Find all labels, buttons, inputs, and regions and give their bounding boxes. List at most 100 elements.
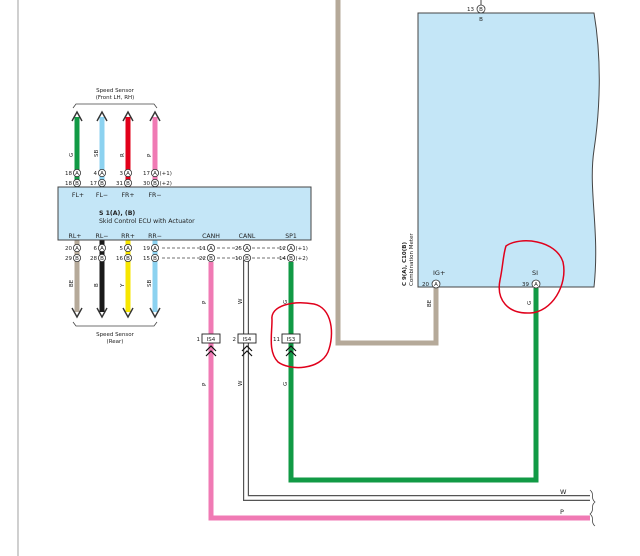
rear-wire-code-3: Y <box>120 283 126 288</box>
meter-si-label: SI <box>532 269 538 277</box>
front-arrow-2 <box>96 110 108 122</box>
rear-pin-a-1-connector <box>73 243 82 252</box>
front-arrow-1 <box>71 110 83 122</box>
can-pin-a-3-suffix: (+1) <box>296 246 308 252</box>
rear-pin-b-2-number: 28 <box>90 256 97 262</box>
rear-pin-a-4-number: 19 <box>143 246 150 252</box>
front-pin-a-2-letter: A <box>100 171 104 177</box>
canh-wire-code-lower: P <box>202 382 208 386</box>
meter-ig-connector <box>431 279 441 289</box>
front-pin-b-3-connector <box>124 178 133 187</box>
meter-ig-label: IG+ <box>433 269 445 277</box>
ecu-label-rl-plus: RL+ <box>69 233 82 240</box>
splice-1-chevron <box>205 345 217 357</box>
can-pin-b-3-letter: B <box>289 256 293 262</box>
can-pin-a-2-number: 25 <box>235 246 242 252</box>
rear-pin-a-2-connector <box>98 243 107 252</box>
rear-pin-a-3-letter: A <box>126 246 130 252</box>
rear-pin-a-4-letter: A <box>153 246 157 252</box>
meter-ig-pin: 20 <box>422 282 429 288</box>
rear-speed-sensor: Speed Sensor (Rear) <box>72 321 158 345</box>
wire-p-canh <box>208 262 590 521</box>
front-wire-code-4: P <box>147 153 153 157</box>
ecu-label-rr-plus: RR+ <box>121 233 135 240</box>
splice-2-box <box>237 333 257 344</box>
rear-pin-b-1-connector <box>73 253 82 262</box>
can-pin-b-1-letter: B <box>209 256 213 262</box>
front-pin-b-3-letter: B <box>126 181 130 187</box>
front-pin-b-4-letter: B <box>153 181 157 187</box>
rear-pin-b-1-letter: B <box>75 256 79 262</box>
rear-pin-b-2-connector <box>98 253 107 262</box>
front-sensor-subtitle: (Front LH, RH) <box>96 95 135 101</box>
front-wire-code-3: R <box>120 153 126 157</box>
can-pin-b-2-connector <box>242 253 251 262</box>
can-pin-a-2-letter: A <box>245 246 249 252</box>
rear-wire-code-1: BE <box>69 279 75 287</box>
rear-pin-b-2-letter: B <box>100 256 104 262</box>
splice-1-name: IS4 <box>207 337 216 343</box>
front-pin-a-1-connector <box>73 168 82 177</box>
rear-wire-code-4: SB <box>147 280 153 287</box>
rear-pin-b-4-number: 15 <box>143 256 150 262</box>
front-pin-b-1-letter: B <box>75 181 79 187</box>
can-pin-a-3-letter: A <box>289 246 293 252</box>
rear-pin-a-1-number: 20 <box>65 246 72 252</box>
rear-pin-b-3-number: 16 <box>116 256 123 262</box>
front-wire-code-1: G <box>69 153 75 157</box>
rear-arrow-3 <box>122 307 134 319</box>
right-p-label: P <box>560 508 564 516</box>
is3-highlight-circle <box>270 302 333 369</box>
front-pin-a-1-letter: A <box>75 171 79 177</box>
can-pin-b-3-number: 14 <box>279 256 286 262</box>
splice-1-pin: 1 <box>197 337 201 343</box>
wire-g-sp1-si <box>288 262 539 483</box>
ecu-label-canl: CANL <box>239 233 256 240</box>
front-pin-b-2-connector <box>98 178 107 187</box>
front-arrow-4 <box>149 110 161 122</box>
rear-wire-code-2: B <box>94 283 100 287</box>
ecu-label-fr-plus: FR+ <box>121 192 134 199</box>
front-pin-b-2-letter: B <box>100 181 104 187</box>
rear-pin-a-2-letter: A <box>100 246 104 252</box>
canl-wire-code: W <box>238 298 244 304</box>
front-pin-b-3-number: 31 <box>116 181 123 187</box>
can-pin-a-2-connector <box>242 243 251 252</box>
meter-si-pin: 39 <box>522 282 529 288</box>
meter-ig-conn-letter: A <box>434 282 438 288</box>
rear-pin-a-1-letter: A <box>75 246 79 252</box>
rear-pin-b-4-letter: B <box>153 256 157 262</box>
front-pin-a-3-number: 3 <box>120 171 124 177</box>
rear-pin-a-2-number: 6 <box>94 246 98 252</box>
wire-break-mark <box>589 489 596 527</box>
meter-top-conn-letter: B <box>479 7 483 13</box>
rear-pin-b-4-connector <box>150 253 159 262</box>
front-pin-a-2-connector <box>98 168 107 177</box>
front-pin-b-2-number: 17 <box>90 181 97 187</box>
front-speed-sensor: Speed Sensor (Front LH, RH) <box>72 88 158 109</box>
can-pin-b-1-number: 22 <box>199 256 206 262</box>
front-sensor-title: Speed Sensor <box>96 88 135 94</box>
ecu-label-rr-minus: RR− <box>148 233 162 240</box>
front-pin-a-3-connector <box>124 168 133 177</box>
sp1-wire-code-lower: G <box>283 382 289 386</box>
can-pin-a-3-number: 12 <box>279 246 286 252</box>
meter-top-pin: 13 <box>467 7 474 13</box>
wire-be-ig <box>335 0 439 346</box>
ig-wire-code: BE <box>427 299 433 307</box>
ecu-label-fl-plus: FL+ <box>72 192 84 199</box>
meter-body <box>417 12 600 288</box>
meter-top-wire-code: B <box>479 17 483 23</box>
can-pin-b-2-letter: B <box>245 256 249 262</box>
ecu-name: Skid Control ECU with Actuator <box>99 218 195 225</box>
front-pin-b-1-connector <box>73 178 82 187</box>
front-pin-a-4-connector <box>150 168 159 177</box>
can-pin-a-1-letter: A <box>209 246 213 252</box>
front-pin-b-4-connector <box>150 178 159 187</box>
ecu-label-sp1: SP1 <box>285 233 297 240</box>
front-pin-a-3-letter: A <box>126 171 130 177</box>
rear-pin-b-1-number: 29 <box>65 256 72 262</box>
